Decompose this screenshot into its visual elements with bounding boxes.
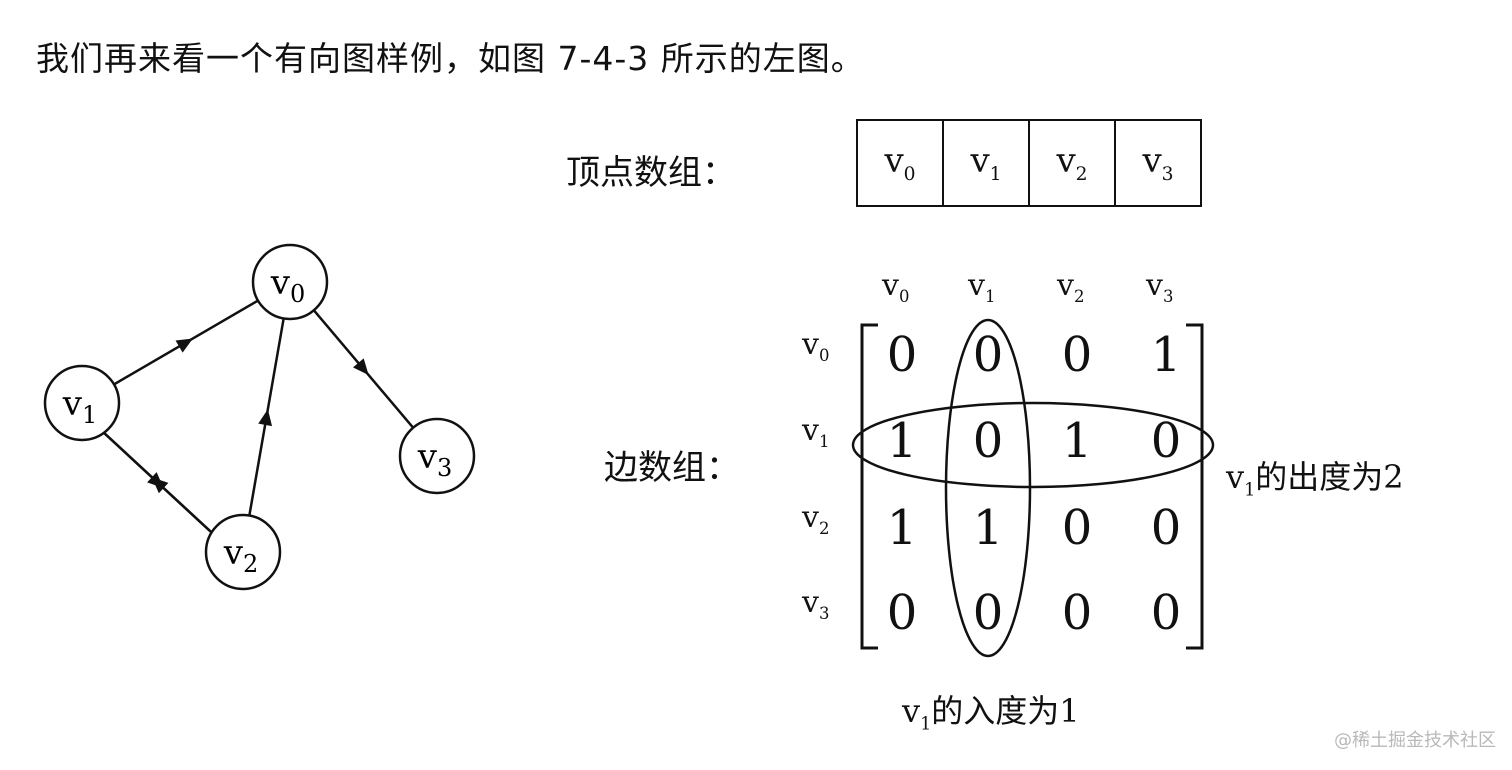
matrix-right-bracket <box>1186 323 1204 650</box>
matrix-cell-1-3: 0 <box>1150 413 1182 469</box>
graph-node-label-v3: v3 <box>417 437 453 482</box>
matrix-cell-1-0: 1 <box>886 413 918 469</box>
matrix-cell-3-1: 0 <box>972 585 1004 641</box>
graph-node-label-v1: v1 <box>62 384 98 429</box>
matrix-cell-3-0: 0 <box>886 585 918 641</box>
matrix-cell-0-3: 1 <box>1150 327 1182 383</box>
graph-node-v2: v2 <box>204 513 282 591</box>
matrix-cell-0-1: 0 <box>972 327 1004 383</box>
vertex-array-cell-1: v1 <box>942 119 1030 207</box>
arrowhead-v1-to-v0 <box>175 338 193 353</box>
in-degree-note: v1的入度为1 <box>902 692 1080 735</box>
graph-node-label-v2: v2 <box>223 533 259 578</box>
matrix-col-header-1: v1 <box>968 268 996 306</box>
matrix-cell-2-0: 1 <box>886 500 918 556</box>
matrix-cell-3-3: 0 <box>1150 585 1182 641</box>
matrix-cell-2-2: 0 <box>1061 500 1093 556</box>
out-degree-row-oval <box>851 401 1215 489</box>
matrix-cell-1-1: 0 <box>972 413 1004 469</box>
matrix-cell-3-2: 0 <box>1061 585 1093 641</box>
vertex-array-cell-3: v3 <box>1114 119 1202 207</box>
out-degree-note: v1的出度为2 <box>1226 458 1404 501</box>
vertex-array-cell-0: v0 <box>856 119 944 207</box>
matrix-row-header-3: v3 <box>802 585 830 623</box>
matrix-row-header-1: v1 <box>802 413 830 451</box>
matrix-col-header-3: v3 <box>1146 268 1174 306</box>
arrowhead-v2-to-v0 <box>258 409 273 427</box>
graph-node-label-v0: v0 <box>270 263 306 308</box>
matrix-col-header-2: v2 <box>1057 268 1085 306</box>
matrix-col-header-0: v0 <box>882 268 910 306</box>
matrix-left-bracket <box>860 323 878 650</box>
matrix-cell-0-2: 0 <box>1061 327 1093 383</box>
matrix-row-header-2: v2 <box>802 500 830 538</box>
matrix-cell-1-2: 1 <box>1061 413 1093 469</box>
arrowhead-v2-to-v1 <box>151 477 169 494</box>
vertex-array-cell-2: v2 <box>1028 119 1116 207</box>
edge-array-label: 边数组： <box>604 448 740 488</box>
watermark: @稀土掘金技术社区 <box>1334 730 1496 751</box>
matrix-row-header-0: v0 <box>802 327 830 365</box>
matrix-cell-0-0: 0 <box>886 327 918 383</box>
vertex-array-label: 顶点数组： <box>566 153 736 193</box>
graph-node-v1: v1 <box>43 364 121 442</box>
graph-node-v3: v3 <box>398 417 476 495</box>
matrix-cell-2-1: 1 <box>972 500 1004 556</box>
graph-node-v0: v0 <box>251 243 329 321</box>
intro-text: 我们再来看一个有向图样例，如图 7-4-3 所示的左图。 <box>36 39 865 78</box>
arrowhead-v0-to-v3 <box>352 358 369 376</box>
matrix-cell-2-3: 0 <box>1150 500 1182 556</box>
